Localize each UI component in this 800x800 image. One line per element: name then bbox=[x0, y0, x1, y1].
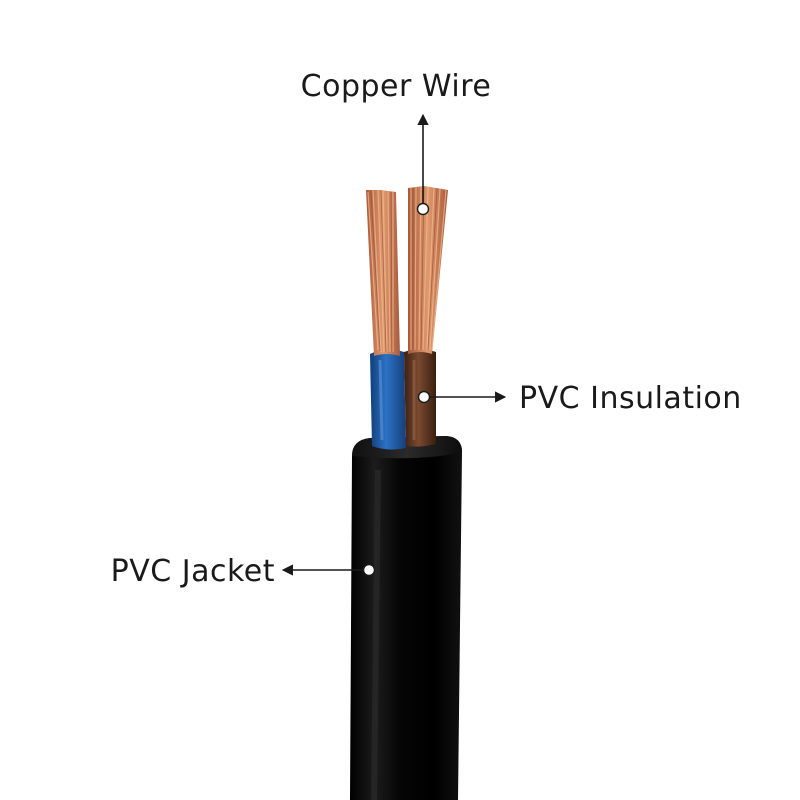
copper-wire-label: Copper Wire bbox=[301, 69, 492, 104]
pvc-insulation-marker-dot bbox=[417, 390, 431, 404]
copper-strands-left bbox=[366, 189, 400, 356]
pvc-insulation-label: PVC Insulation bbox=[519, 381, 742, 416]
pvc-jacket-marker-dot bbox=[362, 563, 376, 577]
callout-pvc-jacket: PVC Jacket bbox=[111, 554, 376, 589]
copper-wire-marker-dot bbox=[416, 202, 430, 216]
pvc-jacket-label: PVC Jacket bbox=[111, 554, 275, 589]
callout-copper-wire: Copper Wire bbox=[301, 69, 492, 216]
copper-strands-right bbox=[408, 185, 448, 354]
pvc-jacket bbox=[350, 436, 462, 800]
blue-insulation-core bbox=[370, 349, 406, 450]
callout-pvc-insulation: PVC Insulation bbox=[417, 381, 742, 416]
